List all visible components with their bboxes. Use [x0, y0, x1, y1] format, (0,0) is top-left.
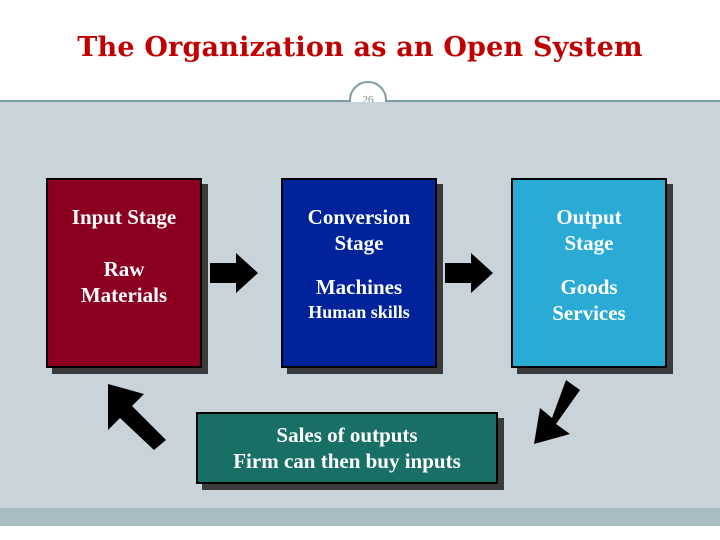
input-stage-box[interactable]: Input Stage Raw Materials: [46, 178, 208, 374]
output-stage-heading-line-1: Output: [556, 205, 622, 229]
right-arrow-icon: [210, 253, 262, 293]
diagonal-arrow-down-left-icon: [520, 378, 592, 450]
input-stage-line-2: Materials: [80, 283, 168, 307]
diagonal-arrow-down-left-svg: [534, 380, 580, 444]
input-stage-line-1: Raw: [103, 257, 145, 281]
conversion-stage-box-face: Conversion Stage Machines Human skills: [281, 178, 437, 368]
right-arrow-icon: [445, 253, 497, 293]
diagonal-arrow-up-left-icon: [104, 378, 176, 450]
sales-feedback-line-2: Firm can then buy inputs: [233, 449, 461, 473]
conversion-stage-heading-line-2: Stage: [334, 231, 384, 255]
output-stage-box[interactable]: Output Stage Goods Services: [511, 178, 673, 374]
output-stage-box-face: Output Stage Goods Services: [511, 178, 667, 368]
conversion-stage-box[interactable]: Conversion Stage Machines Human skills: [281, 178, 443, 374]
footer-strip-base: [0, 526, 720, 540]
sales-feedback-line-1: Sales of outputs: [276, 423, 418, 447]
sales-feedback-box[interactable]: Sales of outputs Firm can then buy input…: [196, 412, 504, 490]
right-arrow-head: [236, 253, 258, 293]
right-arrow-shaft: [210, 263, 238, 283]
output-stage-heading-line-2: Stage: [564, 231, 614, 255]
conversion-stage-line-2: Human skills: [308, 302, 410, 322]
right-arrow-head: [471, 253, 493, 293]
right-arrow-shaft: [445, 263, 473, 283]
conversion-stage-line-1: Machines: [315, 275, 403, 299]
diagonal-arrow-up-left-svg: [108, 384, 166, 450]
input-stage-heading: Input Stage: [71, 205, 177, 229]
conversion-stage-heading-line-1: Conversion: [307, 205, 411, 229]
input-stage-box-face: Input Stage Raw Materials: [46, 178, 202, 368]
output-stage-line-1: Goods: [560, 275, 618, 299]
page-title: The Organization as an Open System: [77, 32, 643, 63]
output-stage-line-2: Services: [552, 301, 626, 325]
sales-feedback-box-face: Sales of outputs Firm can then buy input…: [196, 412, 498, 484]
